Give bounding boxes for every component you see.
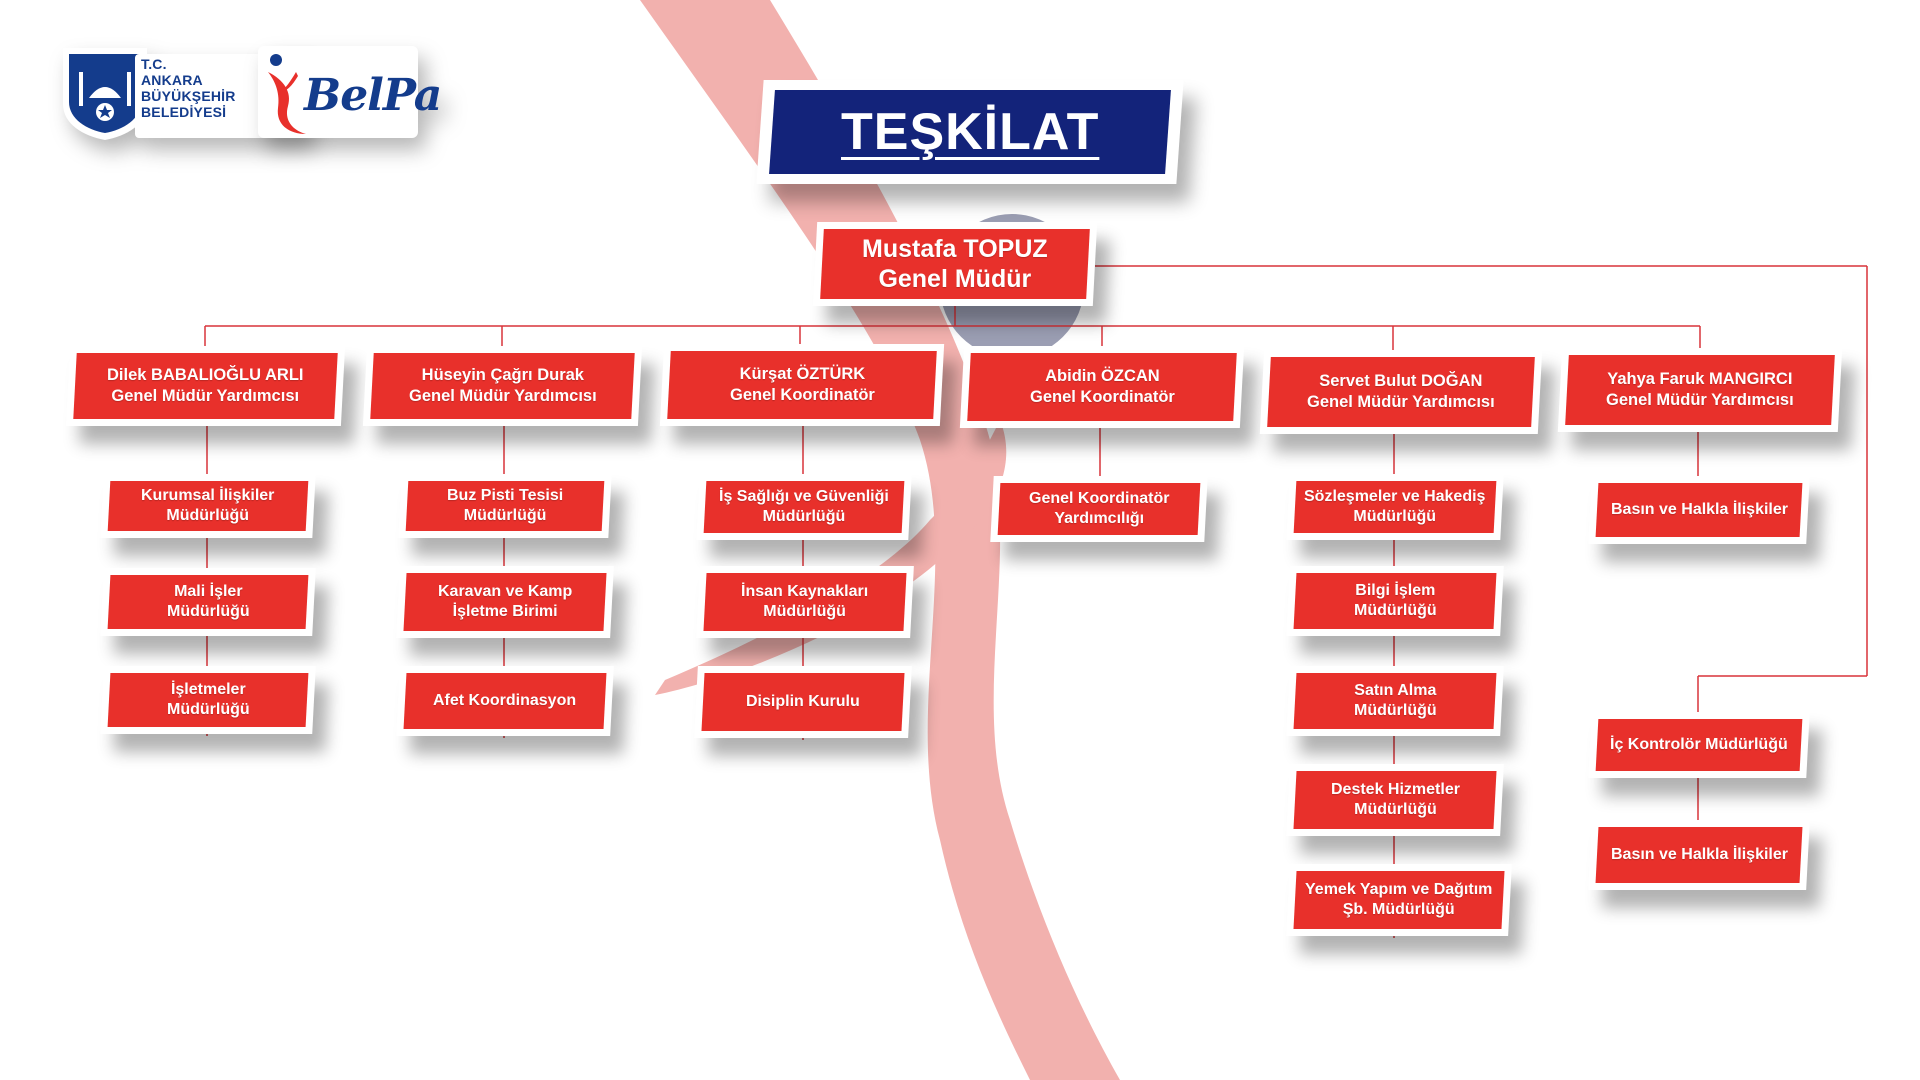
org-node-direct-2: Basın ve Halkla İlişkiler	[1588, 820, 1810, 890]
org-node-level1-2: Hüseyin Çağrı Durak Genel Müdür Yardımcı…	[362, 346, 643, 426]
level1-label: Dilek BABALIOĞLU ARLI Genel Müdür Yardım…	[107, 366, 304, 405]
level1-label: Servet Bulut DOĞAN Genel Müdür Yardımcıs…	[1307, 372, 1495, 411]
org-node-level1-3: Kürşat ÖZTÜRK Genel Koordinatör	[659, 344, 945, 426]
title-banner: TEŞKİLAT	[756, 80, 1184, 184]
belpa-figure-icon	[268, 54, 306, 134]
page-title: TEŞKİLAT	[840, 103, 1100, 161]
org-node-level1-4: Abidin ÖZCAN Genel Koordinatör	[959, 346, 1245, 428]
ankara-shield-icon	[63, 48, 147, 140]
head-label: Mustafa TOPUZ Genel Müdür	[862, 235, 1048, 293]
org-node-unit-5-1: Sözleşmeler ve Hakediş Müdürlüğü	[1286, 474, 1504, 540]
org-node-unit-5-5: Yemek Yapım ve Dağıtım Şb. Müdürlüğü	[1286, 864, 1512, 936]
org-node-unit-3-2: İnsan Kaynakları Müdürlüğü	[696, 566, 914, 638]
belpa-logo: BelPa	[258, 46, 442, 138]
org-node-unit-5-3: Satın Alma Müdürlüğü	[1286, 666, 1504, 736]
org-node-level1-6: Yahya Faruk MANGIRCI Genel Müdür Yardımc…	[1557, 348, 1843, 432]
org-node-unit-3-3: Disiplin Kurulu	[694, 666, 912, 738]
org-node-level1-1: Dilek BABALIOĞLU ARLI Genel Müdür Yardım…	[65, 346, 346, 426]
level1-label: Abidin ÖZCAN Genel Koordinatör	[1029, 367, 1175, 406]
org-node-unit-1-3: İşletmeler Müdürlüğü	[100, 666, 316, 734]
level1-label: Kürşat ÖZTÜRK Genel Koordinatör	[729, 365, 875, 404]
org-node-unit-5-4: Destek Hizmetler Müdürlüğü	[1286, 764, 1504, 836]
org-node-unit-3-1: İş Sağlığı ve Güvenliği Müdürlüğü	[696, 474, 912, 540]
level1-label: Yahya Faruk MANGIRCI Genel Müdür Yardımc…	[1606, 370, 1794, 409]
org-node-unit-4-1: Genel Koordinatör Yardımcılığı	[990, 476, 1208, 542]
org-node-direct-1: İç Kontrolör Müdürlüğü	[1588, 712, 1810, 778]
org-node-unit-6-1: Basın ve Halkla İlişkiler	[1588, 476, 1810, 544]
belpa-wordmark: BelPa	[304, 70, 442, 121]
org-node-unit-1-1: Kurumsal İlişkiler Müdürlüğü	[100, 474, 316, 538]
org-node-head: Mustafa TOPUZ Genel Müdür	[812, 222, 1098, 306]
org-node-level1-5: Servet Bulut DOĞAN Genel Müdür Yardımcıs…	[1259, 350, 1543, 434]
org-node-unit-5-2: Bilgi İşlem Müdürlüğü	[1286, 566, 1504, 636]
level1-label: Hüseyin Çağrı Durak Genel Müdür Yardımcı…	[408, 366, 597, 405]
ankara-bb-logo: T.C. ANKARA BÜYÜKŞEHİR BELEDİYESİ	[55, 42, 307, 142]
org-node-unit-2-1: Buz Pisti Tesisi Müdürlüğü	[398, 474, 612, 538]
org-node-unit-2-3: Afet Koordinasyon	[396, 666, 614, 736]
org-node-unit-1-2: Mali İşler Müdürlüğü	[100, 568, 316, 636]
org-node-unit-2-2: Karavan ve Kamp İşletme Birimi	[396, 566, 614, 638]
